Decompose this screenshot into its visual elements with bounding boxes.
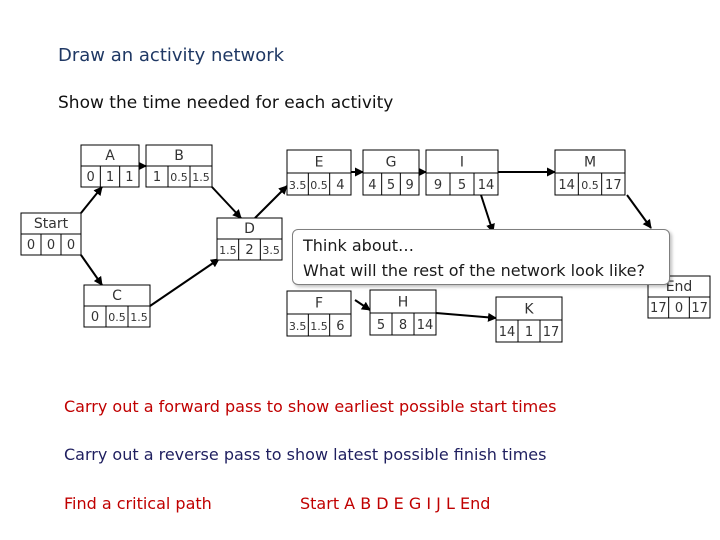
node-value: 17 [691, 301, 708, 316]
node-value: 1 [106, 170, 114, 185]
forward-pass-text: Carry out a forward pass to show earlies… [64, 397, 557, 416]
node-label: Start [34, 216, 69, 232]
node-value: 5 [387, 178, 395, 193]
node-value: 17 [605, 178, 622, 193]
node-label: E [315, 155, 324, 171]
node-value: 17 [543, 325, 560, 340]
node-label: H [398, 295, 409, 311]
node-value: 1.5 [219, 244, 237, 257]
node-value: 0.5 [170, 171, 188, 184]
node-value: 14 [417, 318, 434, 333]
node-value: 1 [525, 325, 533, 340]
network-arrow [480, 194, 495, 233]
node-label: K [524, 302, 534, 318]
network-arrow [149, 258, 220, 307]
network-arrow [626, 194, 652, 229]
node-label: C [112, 288, 122, 304]
node-b: B1 0.5 1.5 [145, 144, 213, 188]
node-value: 6 [336, 319, 344, 334]
node-m: M 14 0.5 17 [554, 149, 626, 196]
node-label: F [315, 296, 323, 312]
node-value: 9 [406, 178, 414, 193]
node-value: 14 [558, 178, 575, 193]
node-value: 8 [399, 318, 407, 333]
node-value: 5 [377, 318, 385, 333]
callout-line-2: What will the rest of the network look l… [303, 261, 645, 280]
node-label: B [174, 148, 184, 164]
node-value: 3.5 [289, 179, 307, 192]
node-label: M [584, 155, 596, 171]
node-value: 0 [91, 310, 99, 325]
node-value: 9 [434, 178, 442, 193]
node-label: A [105, 148, 115, 164]
callout-line-1: Think about… [303, 236, 415, 255]
node-label: I [460, 155, 464, 171]
node-label: D [244, 221, 255, 237]
node-k: K 14 1 17 [495, 296, 563, 343]
node-d: D 1.5 2 3.5 [216, 217, 283, 261]
node-value: 0 [27, 238, 35, 253]
page-title: Draw an activity network [58, 45, 285, 66]
node-value: 17 [650, 301, 667, 316]
node-value: 1.5 [310, 320, 328, 333]
network-arrow [435, 312, 497, 322]
node-value: 0 [67, 238, 75, 253]
page-subtitle: Show the time needed for each activity [58, 93, 394, 113]
node-value: 14 [478, 178, 495, 193]
network-arrow [354, 299, 371, 311]
node-value: 1.5 [130, 311, 148, 324]
node-value: 0 [675, 301, 683, 316]
network-arrow [211, 186, 242, 219]
node-value: 0.5 [581, 179, 599, 192]
critical-path-label: Find a critical path [64, 494, 212, 513]
node-value: 3.5 [289, 320, 307, 333]
callout-box: Think about… What will the rest of the n… [292, 229, 670, 285]
node-value: 4 [336, 178, 344, 193]
node-value: 3.5 [262, 244, 280, 257]
node-label: End [666, 279, 693, 295]
reverse-pass-text: Carry out a reverse pass to show latest … [64, 445, 547, 464]
node-value: 1 [125, 170, 133, 185]
critical-path-answer: Start A B D E G I J L End [300, 494, 491, 513]
node-value: 4 [368, 178, 376, 193]
node-value: 0.5 [310, 179, 328, 192]
network-arrow [254, 185, 288, 219]
node-value: 5 [458, 178, 466, 193]
node-value: 14 [499, 325, 516, 340]
node-value: 2 [245, 243, 253, 258]
node-value: 0 [87, 170, 95, 185]
node-label: G [386, 155, 397, 171]
node-value: 0.5 [108, 311, 126, 324]
node-c: C0 0.5 1.5 [83, 284, 151, 328]
network-arrow [80, 186, 103, 214]
network-arrow [80, 254, 103, 286]
node-value: 1 [153, 170, 161, 185]
node-value: 0 [47, 238, 55, 253]
node-i: I 9 5 14 [425, 149, 499, 196]
node-value: 1.5 [192, 171, 210, 184]
